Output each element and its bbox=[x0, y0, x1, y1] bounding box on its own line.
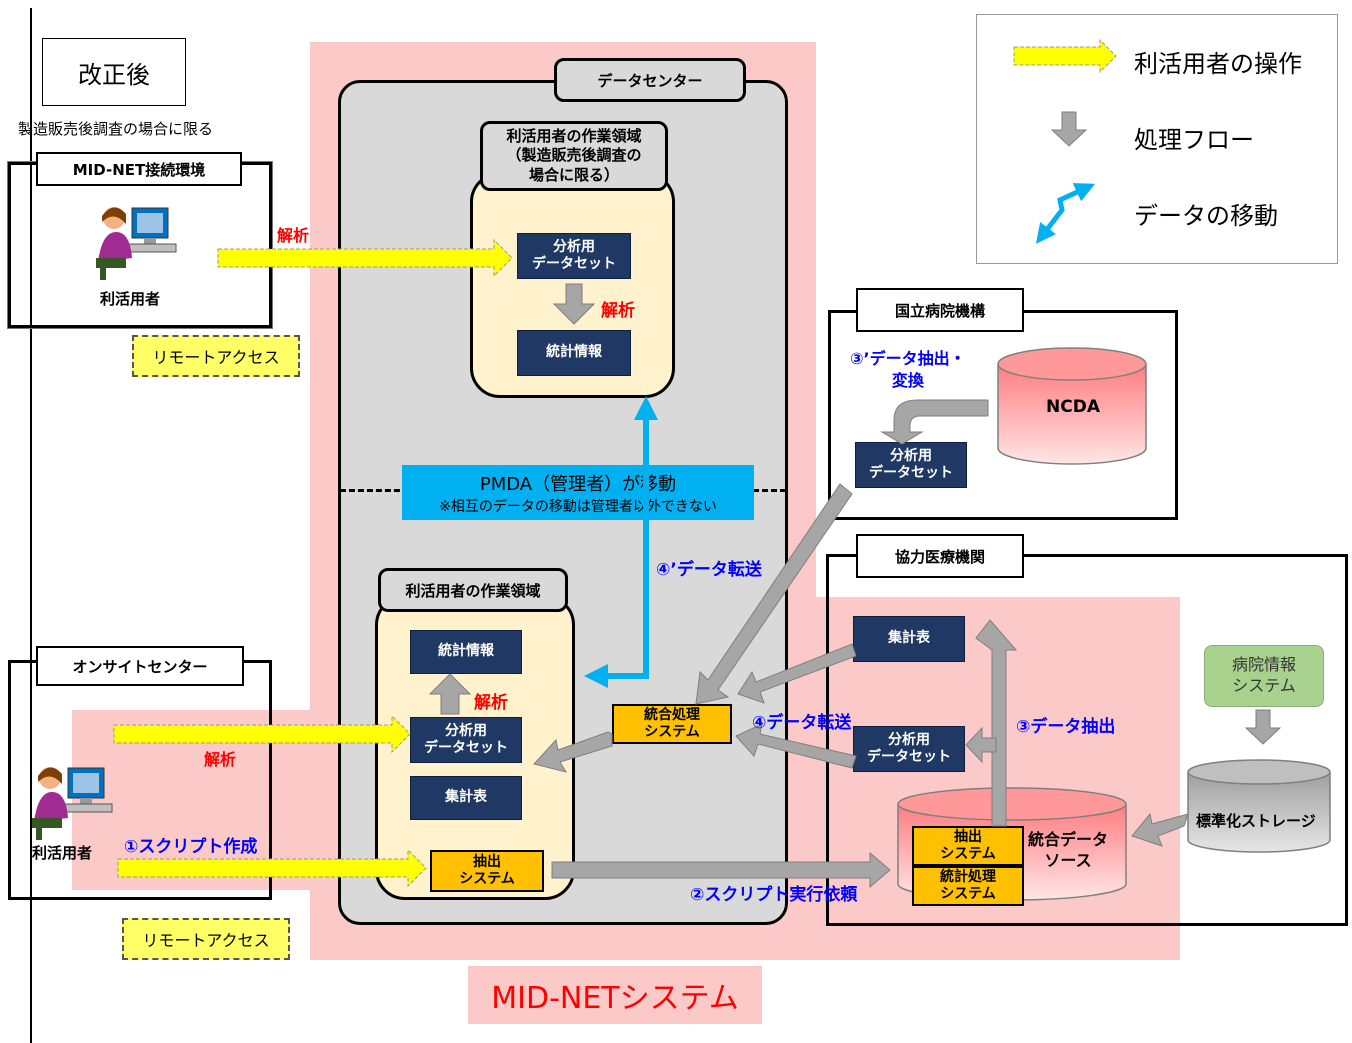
integrated-data-source-line1: 統合データ bbox=[1028, 830, 1109, 849]
integrated-processing-system: 統合処理 システム bbox=[612, 704, 732, 744]
data-extract-label: ③データ抽出 bbox=[1016, 717, 1116, 737]
legend-process-flow-label: 処理フロー bbox=[1134, 126, 1254, 154]
script-create-label: ①スクリプト作成 bbox=[124, 837, 258, 857]
analysis-label-onsite: 解析 bbox=[204, 750, 237, 769]
analysis-label-datacenter-top: 解析 bbox=[601, 301, 635, 321]
gray-arrow-extract-up bbox=[975, 619, 1018, 827]
work-area-bottom-title: 利活用者の作業領域 bbox=[378, 568, 568, 612]
extract-system-hospital-line2: システム bbox=[940, 846, 996, 862]
title-box: 改正後 bbox=[42, 38, 186, 106]
national-hospital-title: 国立病院機構 bbox=[856, 288, 1024, 332]
gray-arrow-extract-to-dataset bbox=[965, 726, 997, 764]
gray-arrow-tally-to-integrated bbox=[737, 643, 857, 704]
work-area-top-title: 利活用者の作業領域 （製造販売後調査の 場合に限る） bbox=[480, 121, 668, 191]
integrated-processing-line1: 統合処理 bbox=[644, 707, 700, 724]
dataset-doc-bottom-line2: データセット bbox=[424, 740, 508, 756]
dataset-doc-hospital: 分析用 データセット bbox=[853, 726, 965, 772]
ncda-cylinder bbox=[996, 346, 1148, 466]
stat-processing-system: 統計処理 システム bbox=[912, 866, 1024, 906]
yellow-arrow-analysis-top bbox=[217, 238, 513, 278]
stats-doc-bottom: 統計情報 bbox=[410, 630, 522, 674]
stat-processing-line2: システム bbox=[940, 886, 996, 902]
integrated-data-source-line2: ソース bbox=[1044, 850, 1092, 870]
integrated-processing-line2: システム bbox=[644, 724, 700, 740]
extract-system-hospital: 抽出 システム bbox=[912, 826, 1024, 866]
left-divider-line bbox=[30, 8, 32, 1043]
gray-arrow-dataset-to-stats-top bbox=[552, 283, 596, 325]
analysis-label-top: 解析 bbox=[277, 226, 310, 245]
data-transfer-label: ④データ転送 bbox=[752, 713, 852, 733]
user-label-top: 利活用者 bbox=[100, 290, 161, 308]
hospital-info-line2: システム bbox=[1232, 676, 1296, 695]
tally-doc-hospital: 集計表 bbox=[853, 616, 965, 662]
dataset-doc-top: 分析用 データセット bbox=[517, 233, 631, 279]
legend-user-operation-label: 利活用者の操作 bbox=[1134, 50, 1302, 78]
dataset-doc-top-line2: データセット bbox=[532, 256, 616, 272]
remote-access-top: リモートアクセス bbox=[132, 335, 300, 377]
user-computer-icon-onsite bbox=[28, 760, 118, 842]
gray-arrow-dataset-to-stats-bottom bbox=[428, 673, 472, 715]
standardized-storage-label: 標準化ストレージ bbox=[1196, 812, 1316, 830]
gray-arrow-dataset-to-integrated bbox=[735, 723, 857, 769]
extract-system-bottom-line2: システム bbox=[459, 871, 515, 887]
remote-access-bottom: リモートアクセス bbox=[122, 918, 290, 960]
work-area-top-title-line1: 利活用者の作業領域 bbox=[506, 126, 642, 145]
extract-system-hospital-line1: 抽出 bbox=[954, 829, 982, 846]
blue-arrow-legend bbox=[1035, 183, 1096, 244]
user-computer-icon bbox=[92, 200, 182, 282]
hospital-info-line1: 病院情報 bbox=[1231, 655, 1296, 675]
blue-arrow-pmda-move bbox=[584, 396, 658, 688]
script-request-label: ②スクリプト実行依頼 bbox=[690, 885, 858, 905]
standardized-storage-cylinder bbox=[1186, 758, 1332, 854]
yellow-arrow-legend bbox=[1013, 38, 1117, 74]
dataset-doc-national-line2: データセット bbox=[869, 465, 953, 481]
gray-arrow-national-to-integrated bbox=[695, 483, 853, 705]
onsite-center-title: オンサイトセンター bbox=[36, 646, 244, 686]
extract-system-bottom: 抽出 システム bbox=[430, 850, 544, 892]
dataset-doc-bottom-line1: 分析用 bbox=[445, 722, 487, 739]
gray-arrow-script-request bbox=[551, 851, 891, 889]
analysis-label-bottom-work: 解析 bbox=[474, 693, 508, 713]
dataset-doc-bottom: 分析用 データセット bbox=[410, 717, 522, 763]
data-extract-convert-line1: ③’データ抽出・ bbox=[850, 349, 966, 368]
cooperating-institution-title: 協力医療機関 bbox=[856, 534, 1024, 578]
dataset-doc-hospital-line1: 分析用 bbox=[888, 731, 930, 748]
midnet-env-title: MID-NET接続環境 bbox=[36, 152, 242, 186]
tally-doc-bottom: 集計表 bbox=[410, 776, 522, 820]
stat-processing-line1: 統計処理 bbox=[940, 869, 996, 886]
data-extract-convert-line2: 変換 bbox=[891, 370, 924, 390]
stats-doc-top: 統計情報 bbox=[517, 330, 631, 376]
data-transfer-prime-label: ④’データ転送 bbox=[656, 560, 762, 580]
gray-arrow-ncda-to-dataset bbox=[880, 399, 989, 445]
user-label-onsite: 利活用者 bbox=[32, 844, 93, 862]
legend-data-movement-label: データの移動 bbox=[1134, 202, 1278, 230]
cooperating-institution-frame bbox=[826, 554, 1348, 926]
dataset-doc-top-line1: 分析用 bbox=[553, 238, 595, 255]
dataset-doc-national: 分析用 データセット bbox=[855, 442, 967, 488]
limited-note: 製造販売後調査の場合に限る bbox=[18, 120, 214, 138]
gray-arrow-integrated-to-dataset bbox=[533, 731, 613, 773]
hospital-info-system: 病院情報 システム bbox=[1204, 645, 1324, 707]
yellow-arrow-script-create bbox=[117, 848, 427, 888]
dataset-doc-national-line1: 分析用 bbox=[890, 447, 932, 464]
work-area-top-title-line3: 場合に限る） bbox=[528, 165, 619, 184]
yellow-arrow-onsite-analysis bbox=[113, 714, 411, 754]
work-area-top-title-line2: （製造販売後調査の bbox=[506, 146, 642, 165]
data-center-title: データセンター bbox=[554, 58, 746, 102]
dataset-doc-hospital-line2: データセット bbox=[867, 749, 951, 765]
data-extract-convert-label: ③’データ抽出・ 変換 bbox=[850, 348, 966, 391]
gray-arrow-legend bbox=[1050, 111, 1088, 147]
ncda-label: NCDA bbox=[1046, 397, 1100, 417]
midnet-system-label: MID-NETシステム bbox=[468, 966, 762, 1024]
integrated-data-source-label: 統合データ ソース bbox=[1028, 830, 1108, 872]
extract-system-bottom-line1: 抽出 bbox=[473, 854, 501, 871]
gray-arrow-storage-to-source bbox=[1131, 812, 1189, 847]
gray-arrow-hospital-to-storage bbox=[1244, 709, 1282, 745]
